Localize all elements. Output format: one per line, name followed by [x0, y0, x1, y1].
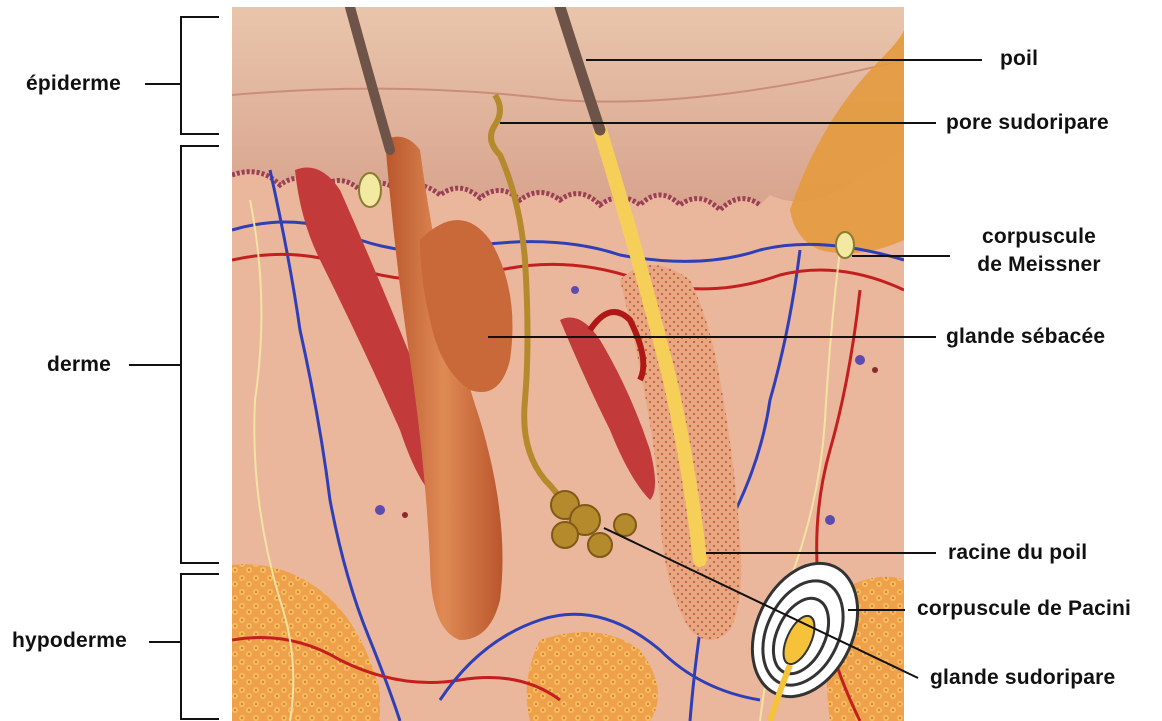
- label-epidermis: épiderme: [26, 72, 121, 96]
- label-glande-sudoripare: glande sudoripare: [930, 666, 1115, 690]
- label-pore-sudoripare: pore sudoripare: [946, 111, 1109, 135]
- label-glande-sebacee: glande sébacée: [946, 325, 1105, 349]
- label-meissner-line2: de Meissner: [955, 253, 1123, 277]
- label-pacini: corpuscule de Pacini: [917, 597, 1131, 621]
- epidermis-bracket: [181, 17, 219, 134]
- layer-brackets: [129, 17, 219, 719]
- meissner-corpuscle-2: [836, 232, 854, 258]
- label-meissner: corpuscule de Meissner: [955, 225, 1123, 277]
- label-racine-poil: racine du poil: [948, 541, 1087, 565]
- meissner-corpuscle-1: [359, 173, 381, 207]
- dermis-bracket: [181, 146, 219, 563]
- label-dermis: derme: [47, 353, 111, 377]
- hypodermis-bracket: [181, 574, 219, 719]
- skin-illustration: [232, 7, 904, 721]
- label-meissner-line1: corpuscule: [955, 225, 1123, 249]
- label-hypodermis: hypoderme: [12, 629, 127, 653]
- label-poil: poil: [1000, 47, 1038, 71]
